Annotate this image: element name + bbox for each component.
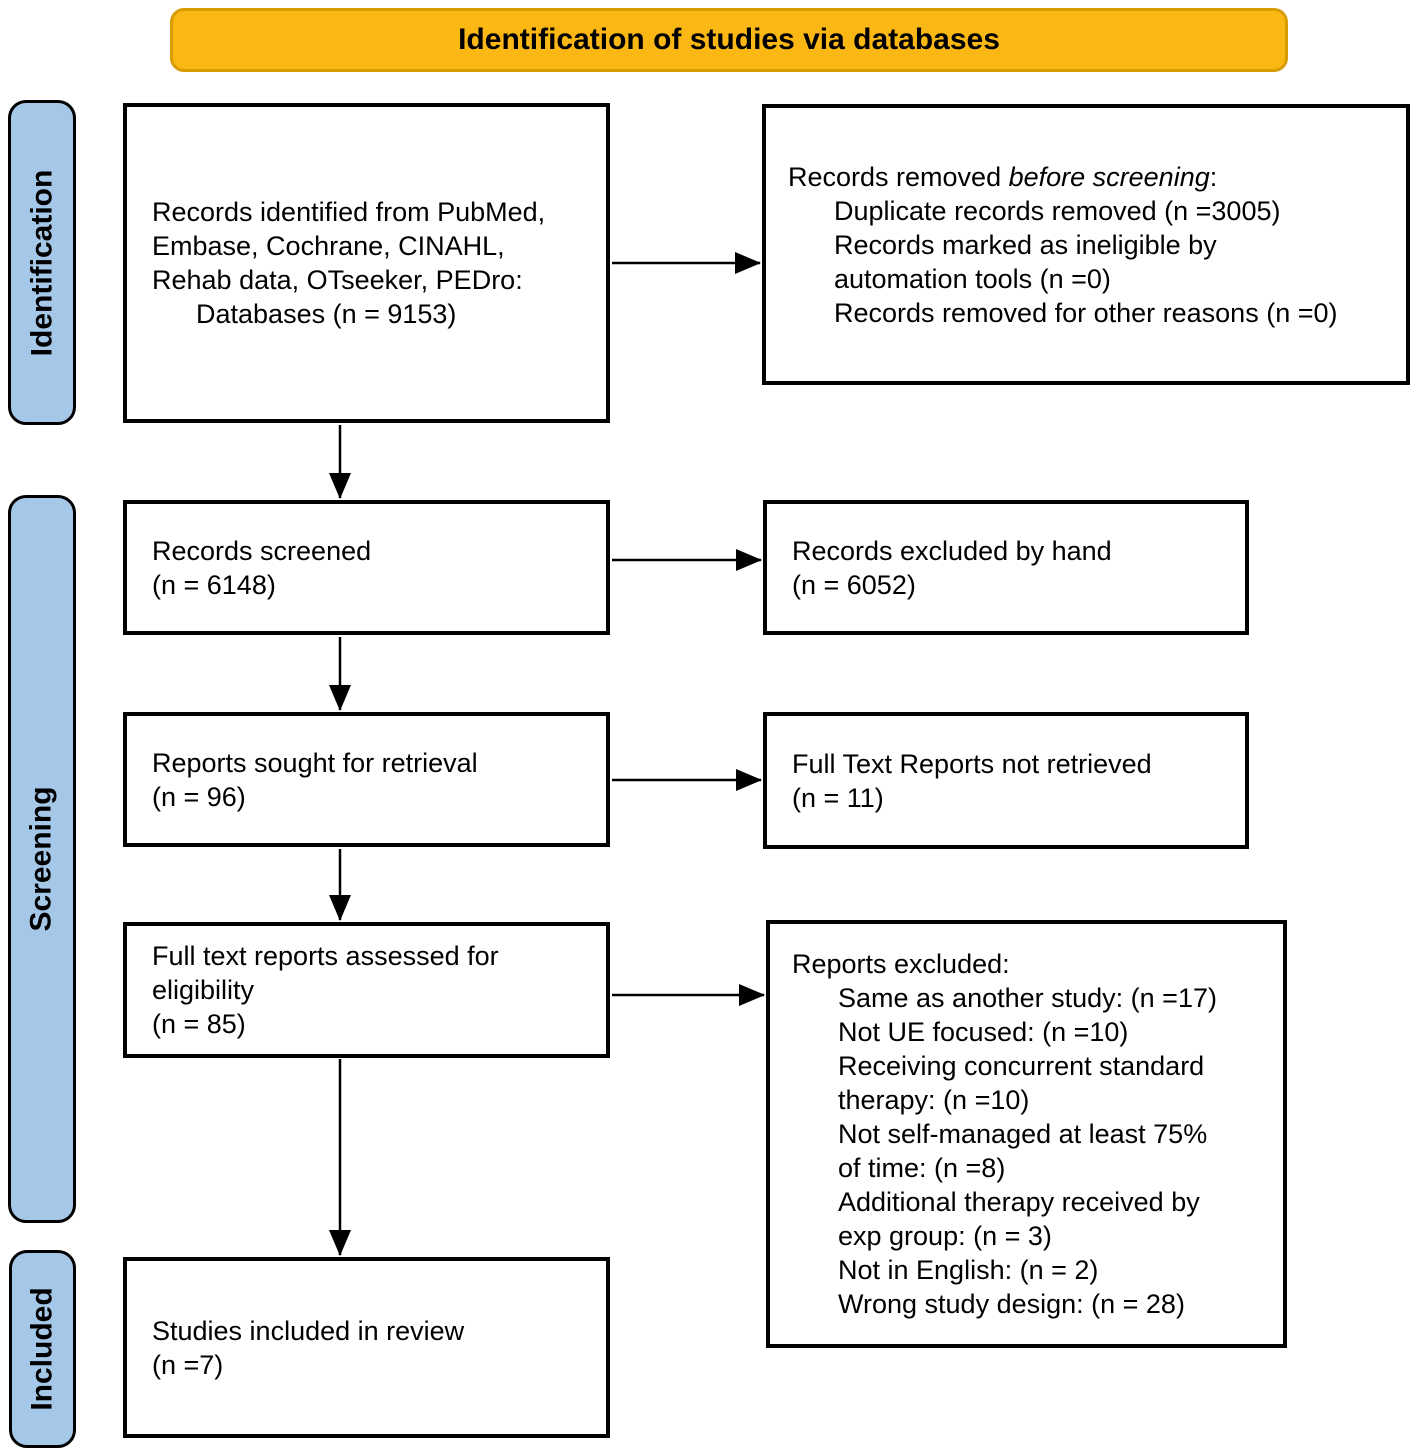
- reports-excluded-item-not-english: Not in English: (n = 2): [838, 1255, 1099, 1285]
- records-removed-title: Records removed before screening:: [788, 160, 1392, 194]
- records-excluded-by-hand-text: Records excluded by hand (n = 6052): [792, 535, 1112, 600]
- stage-label-identification: Identification: [8, 100, 76, 425]
- records-identified-line1: Records identified from PubMed,: [152, 197, 546, 227]
- records-removed-item-other: Records removed for other reasons (n =0): [834, 297, 1338, 328]
- stage-label-included-text: Included: [25, 1287, 59, 1411]
- box-reports-excluded: Reports excluded: Same as another study:…: [766, 920, 1287, 1348]
- banner-title: Identification of studies via databases: [458, 23, 1000, 56]
- box-reports-assessed: Full text reports assessed for eligibili…: [123, 922, 610, 1058]
- box-records-screened: Records screened (n = 6148): [123, 500, 610, 635]
- records-screened-text: Records screened (n = 6148): [152, 535, 372, 600]
- records-removed-title-suffix: :: [1209, 161, 1218, 192]
- box-records-excluded-by-hand: Records excluded by hand (n = 6052): [763, 500, 1249, 635]
- reports-excluded-item-not-ue: Not UE focused: (n =10): [838, 1017, 1129, 1047]
- box-studies-included: Studies included in review (n =7): [123, 1257, 610, 1438]
- records-identified-count: Databases (n = 9153): [196, 299, 457, 329]
- records-removed-title-prefix: Records removed: [788, 161, 1009, 192]
- records-identified-line3: Rehab data, OTseeker, PEDro:: [152, 265, 523, 295]
- reports-excluded-title: Reports excluded:: [792, 949, 1010, 979]
- reports-excluded-item-concurrent-therapy: Receiving concurrent standard therapy: (…: [838, 1051, 1205, 1115]
- reports-excluded-item-additional-therapy: Additional therapy received by exp group…: [838, 1187, 1200, 1251]
- stage-label-screening: Screening: [8, 495, 76, 1223]
- stage-label-screening-text: Screening: [25, 786, 58, 932]
- records-removed-item-duplicates: Duplicate records removed (n =3005): [834, 195, 1281, 226]
- stage-label-included: Included: [9, 1250, 76, 1448]
- reports-assessed-text: Full text reports assessed for eligibili…: [152, 941, 499, 1039]
- box-records-removed: Records removed before screening: Duplic…: [762, 104, 1410, 385]
- reports-excluded-item-wrong-design: Wrong study design: (n = 28): [838, 1289, 1185, 1319]
- box-reports-sought: Reports sought for retrieval (n = 96): [123, 712, 610, 847]
- reports-not-retrieved-text: Full Text Reports not retrieved (n = 11): [792, 748, 1152, 813]
- banner-identification-of-studies: Identification of studies via databases: [170, 8, 1288, 72]
- reports-sought-text: Reports sought for retrieval (n = 96): [152, 747, 478, 812]
- box-reports-not-retrieved: Full Text Reports not retrieved (n = 11): [763, 712, 1249, 849]
- stage-label-identification-text: Identification: [25, 169, 59, 356]
- records-identified-line2: Embase, Cochrane, CINAHL,: [152, 231, 505, 261]
- reports-excluded-item-not-self-managed: Not self-managed at least 75% of time: (…: [838, 1119, 1208, 1183]
- records-removed-title-italic: before screening: [1008, 161, 1210, 192]
- studies-included-text: Studies included in review (n =7): [152, 1315, 465, 1380]
- box-records-identified: Records identified from PubMed, Embase, …: [123, 103, 610, 423]
- records-removed-item-automation: Records marked as ineligible by automati…: [834, 229, 1217, 294]
- reports-excluded-item-same-study: Same as another study: (n =17): [838, 983, 1217, 1013]
